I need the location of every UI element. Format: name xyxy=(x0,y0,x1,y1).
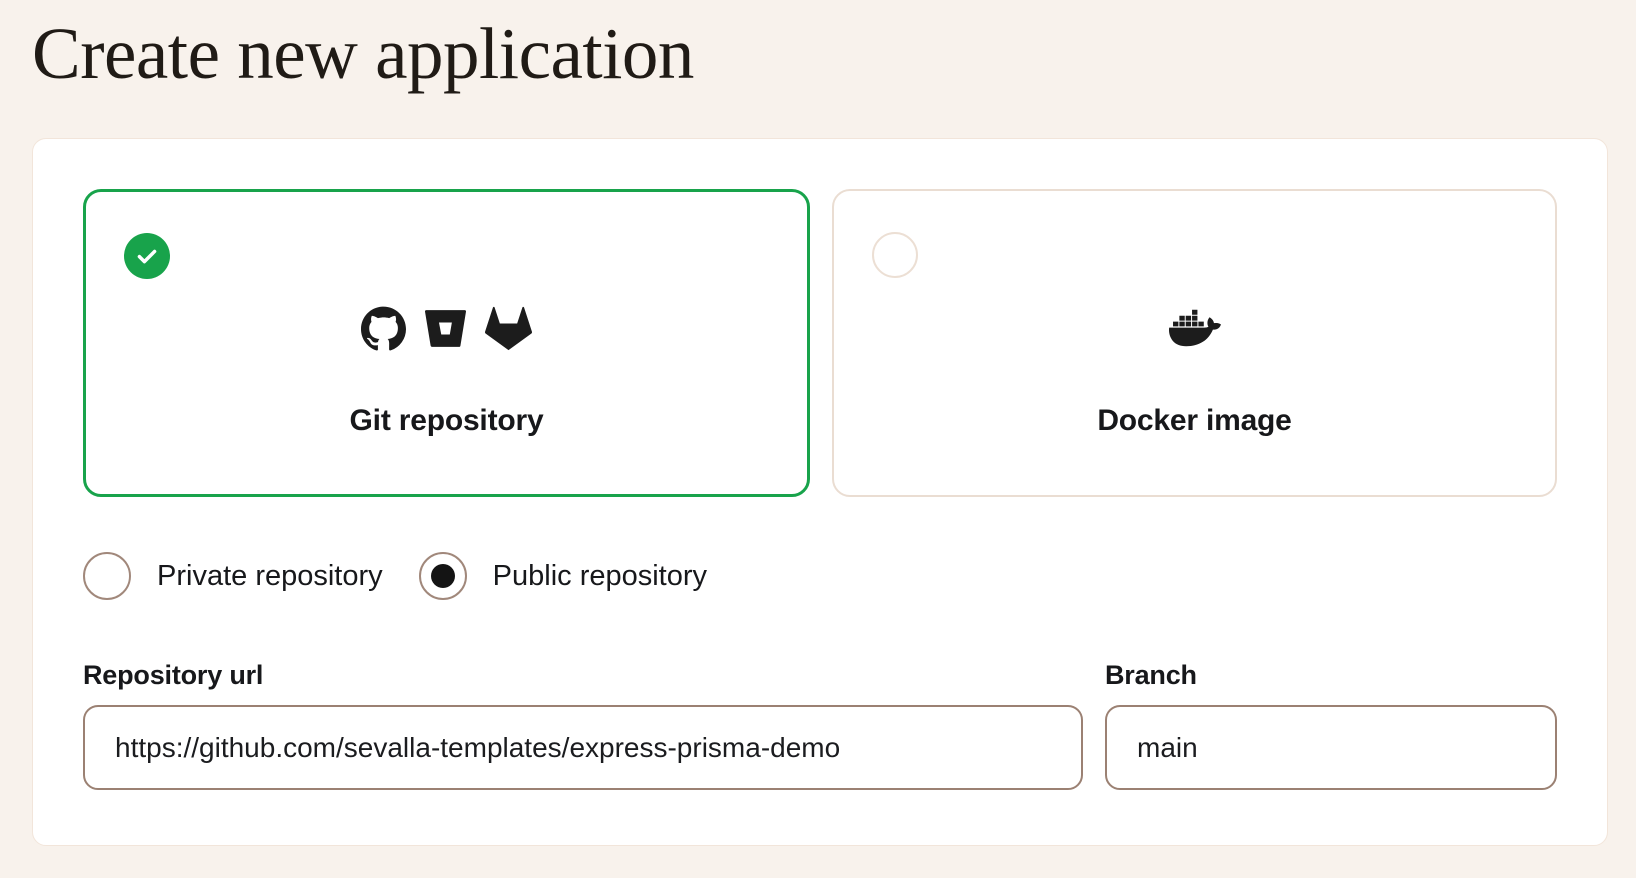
repository-fields-row: Repository url Branch xyxy=(83,660,1557,790)
check-icon xyxy=(124,233,170,279)
source-card-docker-image[interactable]: Docker image xyxy=(832,189,1557,497)
branch-field: Branch xyxy=(1105,660,1557,790)
radio-public-label: Public repository xyxy=(492,559,708,592)
repository-url-field: Repository url xyxy=(83,660,1083,790)
repository-visibility-options: Private repository Public repository xyxy=(83,552,1557,600)
radio-unchecked-icon[interactable] xyxy=(83,552,131,600)
page-title: Create new application xyxy=(32,13,694,94)
unselected-circle-icon xyxy=(872,232,918,278)
repository-url-label: Repository url xyxy=(83,660,264,690)
repository-url-input[interactable] xyxy=(83,705,1083,790)
radio-private-repository[interactable]: Private repository xyxy=(83,552,383,600)
radio-private-label: Private repository xyxy=(157,559,383,592)
source-type-cards-row: Git repository Docker image xyxy=(83,189,1557,497)
radio-checked-icon[interactable] xyxy=(418,552,467,600)
source-card-git-repository[interactable]: Git repository xyxy=(83,189,810,497)
gitlab-icon xyxy=(485,305,532,352)
source-card-git-label: Git repository xyxy=(349,404,544,437)
create-application-panel: Git repository Docker image Private repo… xyxy=(32,138,1608,846)
docker-provider-icons xyxy=(1168,304,1221,352)
git-providers-icons xyxy=(361,304,532,352)
source-card-docker-label: Docker image xyxy=(1097,404,1292,437)
branch-label: Branch xyxy=(1105,660,1197,690)
bitbucket-icon xyxy=(425,308,466,349)
docker-icon xyxy=(1168,307,1221,349)
branch-input[interactable] xyxy=(1105,705,1557,790)
radio-public-repository[interactable]: Public repository xyxy=(418,552,708,600)
github-icon xyxy=(361,306,406,351)
